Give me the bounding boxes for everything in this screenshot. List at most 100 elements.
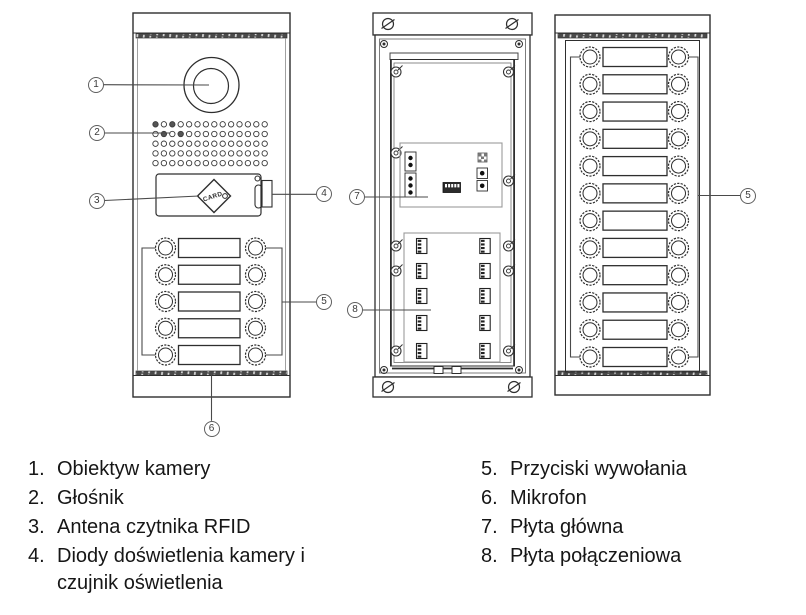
callout-8: 8 [347,302,363,318]
callout-5-front: 5 [316,294,332,310]
name-plate [602,237,668,259]
legend-item-number: 3. [28,516,45,538]
leader-3 [104,195,200,202]
callout-6: 6 [203,420,220,437]
call-button [579,237,601,259]
call-button [667,291,690,314]
call-button [667,264,690,286]
call-buttons-front [154,237,267,366]
name-plate [177,344,241,366]
name-plate [177,291,241,312]
call-button [579,128,601,150]
legend-item-label: Przyciski wywołania [510,458,687,480]
leader-lines [103,84,741,421]
main-board [399,142,503,208]
call-button [154,344,177,366]
mounting-clips [390,65,516,357]
legend-item: 6. Mikrofon [481,485,803,512]
call-button [579,182,601,204]
legend-item-label: Płyta połączeniowa [510,545,682,567]
small-screw-icon [380,40,523,374]
legend-item-number: 2. [28,487,45,509]
top-trim-strip [135,33,288,39]
call-button [154,317,177,339]
dip-switch-icon [442,182,461,193]
callout-1: 1 [88,76,104,93]
call-button [667,237,690,259]
legend-item-label: Diody doświetlenia kamery i czujnik oświ… [57,545,305,594]
call-button [154,264,177,286]
call-button [579,264,601,286]
top-trim-strip [557,33,708,39]
legend-item: 3. Antena czytnika RFID [28,514,358,541]
legend-item-number: 1. [28,458,45,480]
jumper-grid-icon [477,152,488,163]
legend-item: 2. Głośnik [28,485,358,512]
call-button [244,237,267,259]
call-button [579,73,601,95]
legend-item-number: 6. [481,487,498,509]
terminal-blocks [415,237,491,360]
callout-3: 3 [88,192,105,209]
name-plate [602,101,668,122]
legend-column-right: 5. Przyciski wywołania 6. Mikrofon 7. Pł… [481,456,803,572]
legend-item: 5. Przyciski wywołania [481,456,803,483]
call-button [667,319,690,341]
legend-item-number: 7. [481,516,498,538]
call-button [667,100,690,123]
screw-icon [381,17,519,31]
call-button [244,264,267,286]
name-plate [602,210,668,231]
call-button [667,73,690,95]
legend-item-label: Obiektyw kamery [57,458,211,480]
call-button [579,291,601,314]
call-button [579,155,601,177]
extension-panel-drawing [554,14,711,396]
name-plate [602,128,668,149]
call-button [667,210,690,232]
call-button [244,317,267,339]
name-plate [602,46,668,68]
front-panel-drawing: CARD [132,12,291,398]
name-plate [177,264,241,285]
name-plate [602,183,668,204]
ext-buttons-bracket-right [688,56,699,358]
call-button [579,46,601,68]
call-button [579,346,601,368]
front-buttons-bracket-left [141,247,156,356]
socket-connector [476,167,488,192]
speaker-grille [152,121,268,167]
ext-buttons-bracket-left [569,56,580,358]
call-button [667,182,690,204]
name-plate [602,292,668,313]
legend-item: 1. Obiektyw kamery [28,456,358,483]
call-button [154,237,177,259]
name-plate [602,346,668,368]
rear-panel-drawing [372,12,533,398]
call-button [667,346,690,368]
name-plate [177,318,241,339]
call-button [579,319,601,341]
name-plate [602,265,668,286]
legend-item: 4. Diody doświetlenia kamery i czujnik o… [28,543,358,597]
legend-item: 8. Płyta połączeniowa [481,543,803,570]
legend-item-number: 5. [481,458,498,480]
legend-item-number: 4. [28,545,45,567]
legend-column-left: 1. Obiektyw kamery 2. Głośnik 3. Antena … [28,456,358,599]
rear-bottom-cap [372,376,533,398]
callout-4: 4 [316,186,332,203]
callout-7: 7 [349,189,365,205]
callout-2: 2 [89,125,105,141]
call-button [244,290,267,313]
legend-item-number: 8. [481,545,498,567]
callout-5-extension: 5 [740,187,756,204]
name-plate [602,74,668,95]
call-button [154,290,177,313]
call-buttons-extension [579,46,690,368]
call-button [667,46,690,68]
call-button [579,100,601,123]
call-button [579,210,601,232]
rear-top-cap [372,12,533,36]
screw-icon [381,380,521,394]
